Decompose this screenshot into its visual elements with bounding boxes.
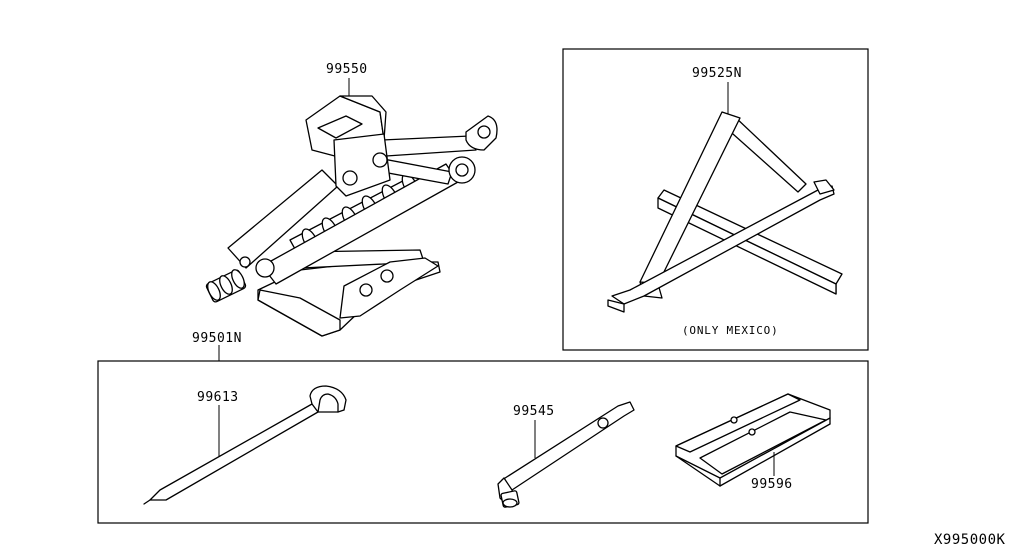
wheel-wrench-drawing	[497, 401, 635, 508]
part-label-warning-triangle: 99525N	[692, 66, 742, 81]
jack-handle-rod-drawing	[143, 385, 347, 505]
diagram-code: X995000K	[934, 532, 1006, 548]
warning-triangle-drawing	[607, 111, 843, 313]
scissor-jack-drawing	[205, 95, 498, 337]
part-label-wheel-wrench: 99545	[513, 404, 555, 419]
part-label-jack-handle-rod: 99613	[197, 390, 239, 405]
tool-tray-drawing	[675, 393, 831, 487]
part-label-tool-tray: 99596	[751, 477, 793, 492]
triangle-note: (ONLY MEXICO)	[682, 324, 779, 337]
tool-kit-frame	[97, 360, 869, 524]
leader-lines	[218, 78, 775, 476]
part-label-tool-kit: 99501N	[192, 331, 242, 346]
triangle-frame	[562, 48, 869, 351]
part-label-jack: 99550	[326, 62, 368, 77]
